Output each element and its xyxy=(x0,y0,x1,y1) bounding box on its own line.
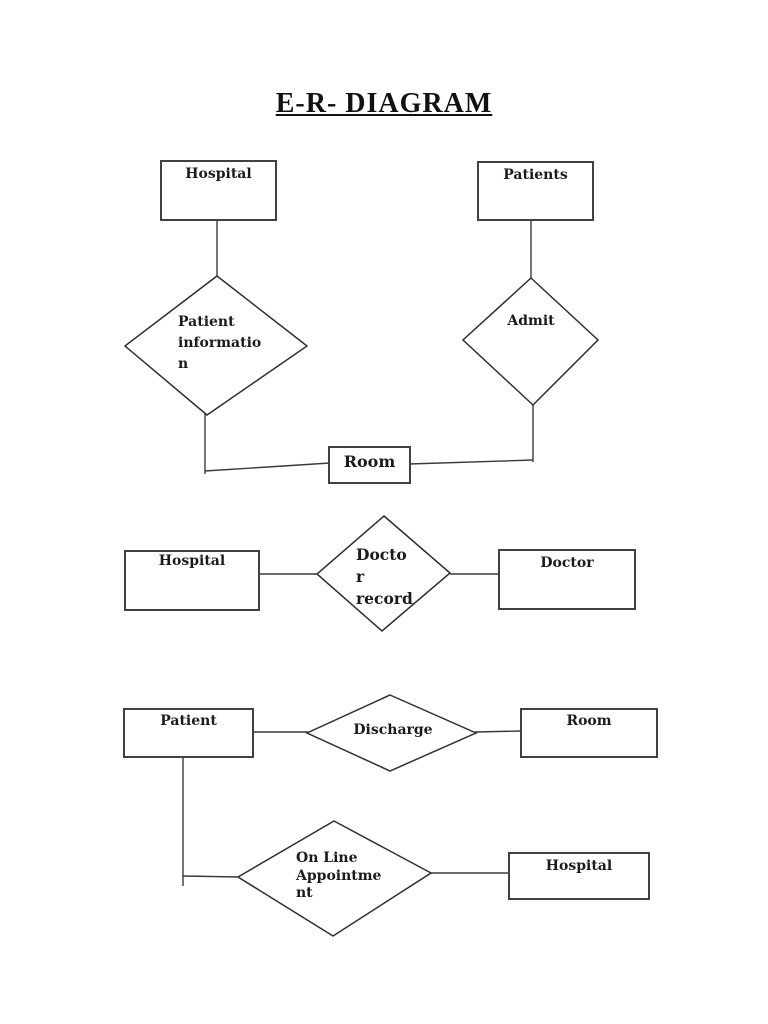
connector-discharge-room xyxy=(474,730,522,733)
relationship-doctor-record-label: Docto r record xyxy=(356,545,413,608)
entity-room-bottom-label: Room xyxy=(566,713,612,729)
relationship-patient-information-diamond xyxy=(123,275,309,416)
entity-hospital-mid-box xyxy=(124,550,260,611)
entity-hospital-top-box xyxy=(160,160,277,221)
relationship-discharge-diamond xyxy=(305,694,478,772)
relationship-patient-information-label: Patient informatio n xyxy=(178,314,262,372)
entity-doctor-label: Doctor xyxy=(540,555,594,571)
entity-patient-box xyxy=(123,708,254,758)
page-title: E-R- DIAGRAM xyxy=(275,88,493,119)
entity-patients-box xyxy=(477,161,594,221)
relationship-admit-label: Admit xyxy=(507,313,555,329)
entity-doctor-box xyxy=(498,549,636,610)
connector-patient-onlineappt xyxy=(182,875,241,878)
entity-hospital-mid-label: Hospital xyxy=(158,553,226,569)
relationship-doctor-record-diamond xyxy=(315,515,452,632)
entity-hospital-top-label: Hospital xyxy=(185,166,252,182)
relationship-online-appointment-diamond xyxy=(236,820,433,937)
entity-room-bottom-box xyxy=(520,708,658,758)
entity-hospital-bottom-box xyxy=(508,852,650,900)
connector-room-admit xyxy=(408,459,534,465)
relationship-admit-diamond xyxy=(461,276,600,407)
entity-room-top-box xyxy=(328,446,411,484)
entity-hospital-bottom-label: Hospital xyxy=(545,858,613,874)
entity-patient-label: Patient xyxy=(160,713,217,729)
entity-room-top-label: Room xyxy=(343,452,396,471)
relationship-online-appointment-label: On Line Appointme nt xyxy=(296,850,382,901)
connector-patientinfo-room xyxy=(204,462,331,472)
relationship-discharge-label: Discharge xyxy=(353,722,433,738)
entity-patients-label: Patients xyxy=(503,167,568,183)
